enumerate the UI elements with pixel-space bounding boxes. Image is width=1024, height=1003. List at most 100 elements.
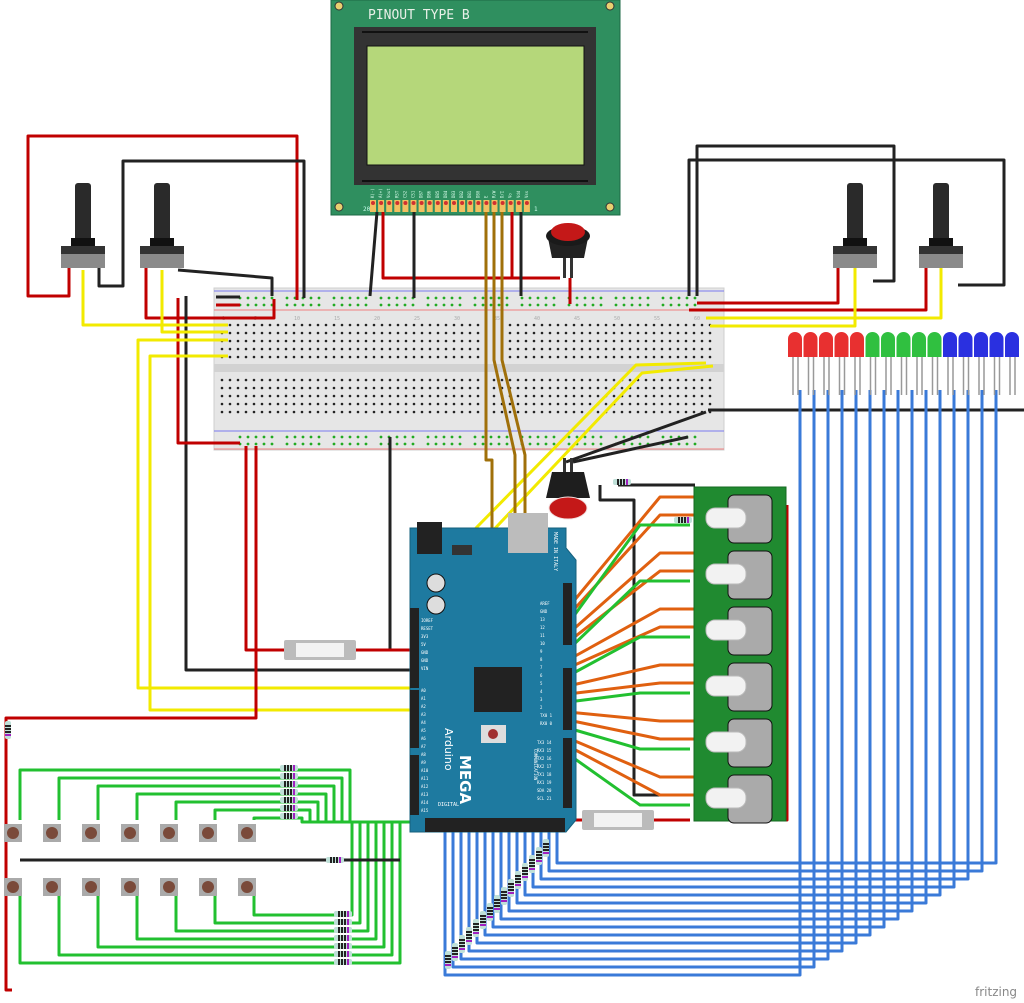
push-button[interactable] [160, 878, 178, 896]
rail-hole [669, 303, 673, 307]
breadboard-hole [556, 355, 560, 359]
push-button[interactable] [43, 824, 61, 842]
breadboard-hole [660, 347, 664, 351]
analog-pin-label: A4 [421, 720, 426, 725]
breadboard-hole [348, 331, 352, 335]
breadboard-hole [324, 355, 328, 359]
resistor [522, 863, 528, 881]
breadboard-hole [244, 347, 248, 351]
breadboard-hole [644, 355, 648, 359]
wire-red [381, 212, 560, 280]
breadboard-hole [308, 378, 312, 382]
rotary-encoder[interactable] [705, 494, 773, 544]
rail-hole [434, 303, 438, 307]
breadboard-hole [380, 323, 384, 327]
resistor [280, 805, 298, 811]
lcd-pin [370, 200, 376, 212]
breadboard-hole [452, 331, 456, 335]
breadboard-hole [412, 347, 416, 351]
rail-hole [301, 442, 305, 446]
push-button[interactable] [199, 878, 217, 896]
breadboard-hole [540, 347, 544, 351]
breadboard-hole [572, 323, 576, 327]
breadboard-hole [388, 402, 392, 406]
breadboard-hole [340, 402, 344, 406]
breadboard-hole [228, 378, 232, 382]
rotary-encoder[interactable] [705, 550, 773, 600]
push-button[interactable] [43, 878, 61, 896]
breadboard-hole [636, 386, 640, 390]
rotary-encoder[interactable] [705, 774, 773, 824]
rail-hole [661, 303, 665, 307]
breadboard-hole [332, 410, 336, 414]
breadboard-hole [644, 386, 648, 390]
breadboard-hole [308, 323, 312, 327]
breadboard-hole [364, 394, 368, 398]
pwm-pin-label: TX0 1 [540, 713, 553, 718]
breadboard-hole [436, 410, 440, 414]
breadboard-hole [308, 355, 312, 359]
resistor [334, 951, 352, 957]
arcade-button-top[interactable] [546, 223, 590, 278]
push-button[interactable] [160, 824, 178, 842]
rotary-encoder[interactable] [705, 662, 773, 712]
rotary-encoder[interactable] [705, 606, 773, 656]
push-button[interactable] [82, 824, 100, 842]
breadboard-hole [548, 331, 552, 335]
potentiometer-left-1[interactable] [61, 183, 105, 268]
lcd-pin-label: D/I [500, 190, 505, 198]
rail-hole [591, 296, 595, 300]
rail-hole [481, 442, 485, 446]
breadboard-hole [516, 323, 520, 327]
push-button[interactable] [82, 878, 100, 896]
rail-hole [505, 435, 509, 439]
rail-hole [356, 435, 360, 439]
breadboard-hole [220, 347, 224, 351]
breadboard-hole [540, 378, 544, 382]
rail-hole [646, 296, 650, 300]
push-button[interactable] [121, 878, 139, 896]
breadboard-hole [268, 402, 272, 406]
potentiometer-right-2[interactable] [919, 183, 963, 268]
breadboard-hole [300, 394, 304, 398]
rail-hole [481, 435, 485, 439]
resistor [473, 919, 479, 937]
breadboard-hole [596, 394, 600, 398]
push-button[interactable] [238, 878, 256, 896]
analog-pin-label: A5 [421, 728, 426, 733]
breadboard-hole [292, 386, 296, 390]
rotary-encoder[interactable] [705, 718, 773, 768]
breadboard-hole [628, 339, 632, 343]
rail-hole [599, 442, 603, 446]
breadboard-hole [316, 410, 320, 414]
breadboard-hole [612, 331, 616, 335]
push-button[interactable] [121, 824, 139, 842]
rail-hole [693, 303, 697, 307]
wire-green [213, 822, 362, 925]
breadboard-hole [708, 402, 712, 406]
push-button[interactable] [4, 824, 22, 842]
arcade-button-bottom[interactable] [546, 458, 590, 520]
potentiometer-right-1[interactable] [833, 183, 877, 268]
resistor [5, 721, 11, 739]
dc-jack [417, 522, 442, 554]
breadboard-hole [452, 402, 456, 406]
push-button[interactable] [199, 824, 217, 842]
breadboard-hole [644, 378, 648, 382]
breadboard-hole [316, 339, 320, 343]
potentiometer-left-2[interactable] [140, 183, 184, 268]
rail-hole [638, 303, 642, 307]
breadboard-hole [348, 323, 352, 327]
breadboard-hole [540, 410, 544, 414]
push-button[interactable] [238, 824, 256, 842]
comm-pin-label: RX1 19 [537, 780, 552, 785]
rail-hole [685, 303, 689, 307]
push-button[interactable] [4, 878, 22, 896]
arduino-brand: Arduino [442, 728, 455, 771]
lcd-pin [426, 200, 433, 212]
breadboard-hole [524, 355, 528, 359]
rail-hole [426, 296, 430, 300]
breadboard-hole [636, 410, 640, 414]
breadboard-hole [580, 347, 584, 351]
breadboard-hole [596, 355, 600, 359]
